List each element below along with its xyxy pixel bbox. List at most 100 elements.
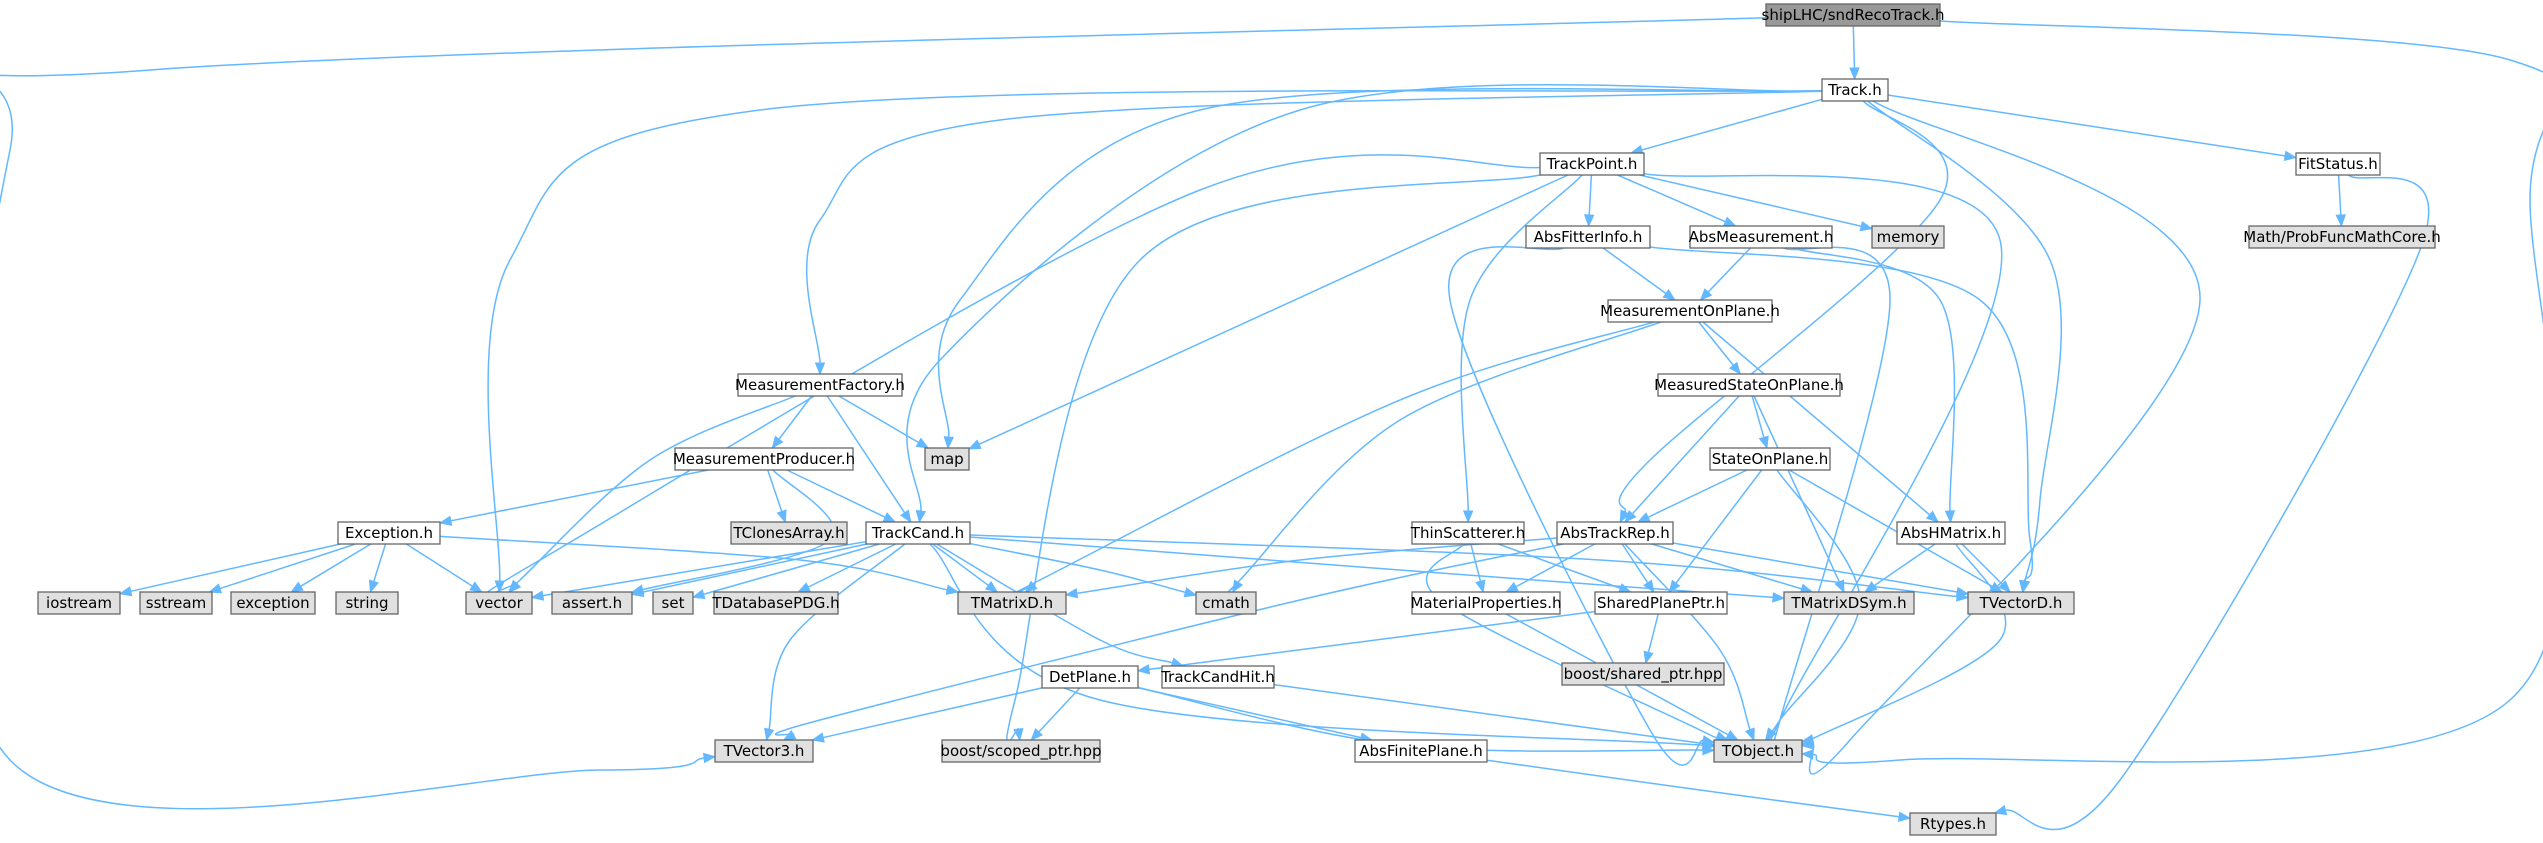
node-label: TVector3.h: [723, 742, 805, 760]
edge-arrowhead: [1702, 744, 1716, 756]
node-track[interactable]: Track.h: [1821, 78, 1889, 102]
node-tvector3: TVector3.h: [714, 739, 814, 763]
edge-stateonplane-to-tobject: [1765, 469, 1861, 742]
edge-arrowhead: [290, 581, 304, 593]
node-label: AbsMeasurement.h: [1689, 228, 1834, 246]
node-measurementproducer[interactable]: MeasurementProducer.h: [673, 447, 855, 471]
edge-line: [0, 17, 1767, 810]
edge-arrowhead: [899, 509, 912, 524]
node-materialproperties[interactable]: MaterialProperties.h: [1410, 591, 1562, 615]
node-box: [1709, 447, 1831, 471]
node-absfitterinfo[interactable]: AbsFitterInfo.h: [1525, 225, 1651, 249]
edge-line: [969, 534, 1958, 598]
edge-measurementonplane-to-measuredstateonplane: [1698, 321, 1742, 376]
edge-measurementfactory-to-measurementproducer: [771, 395, 813, 450]
edge-trackpoint-to-boostscoped: [1005, 174, 1541, 744]
edge-line: [1649, 246, 2034, 582]
edge-arrowhead: [1643, 650, 1654, 665]
edge-arrowhead: [1030, 728, 1043, 741]
edge-arrowhead: [1024, 580, 1038, 593]
edge-line: [786, 469, 886, 518]
node-stateonplane[interactable]: StateOnPlane.h: [1709, 447, 1831, 471]
edge-line: [1226, 321, 1661, 594]
edge-arrowhead: [1772, 592, 1786, 603]
node-box: [957, 591, 1067, 615]
node-box: [1657, 373, 1841, 397]
node-absfiniteplane[interactable]: AbsFinitePlane.h: [1354, 739, 1488, 763]
node-absmeasurement[interactable]: AbsMeasurement.h: [1689, 225, 1834, 249]
edge-arrowhead: [1993, 804, 2008, 816]
edge-arrowhead: [368, 579, 379, 594]
edge-fitstatus-to-probfunc: [2335, 174, 2347, 228]
node-probfunc: Math/ProbFuncMathCore.h: [2243, 225, 2441, 249]
node-thinscatterer[interactable]: ThinScatterer.h: [1410, 521, 1525, 545]
node-label: memory: [1877, 228, 1940, 246]
edge-line: [405, 543, 473, 587]
edge-arrowhead: [1998, 580, 2011, 593]
edge-line: [542, 540, 867, 597]
node-exception[interactable]: Exception.h: [337, 521, 441, 545]
edge-absmeasurement-to-abshmatrix: [1792, 247, 1956, 524]
node-label: exception: [236, 594, 309, 612]
edge-line: [768, 543, 906, 730]
node-detplane[interactable]: DetPlane.h: [1041, 665, 1139, 689]
edge-line: [2337, 174, 2342, 216]
edge-line: [1788, 469, 1993, 588]
node-trackpoint[interactable]: TrackPoint.h: [1539, 152, 1645, 176]
node-label: map: [930, 450, 963, 468]
edge-line: [1470, 543, 1482, 582]
edge-line: [1460, 174, 1583, 512]
edge-line: [1621, 543, 1649, 584]
edge-line: [703, 543, 880, 595]
edge-arrowhead: [1636, 512, 1651, 523]
edge-arrowhead: [494, 580, 505, 594]
node-box: [2248, 225, 2436, 249]
node-box: [1783, 591, 1915, 615]
node-measurementfactory[interactable]: MeasurementFactory.h: [735, 373, 905, 397]
node-map: map: [924, 447, 970, 471]
edge-arrowhead: [1897, 811, 1912, 822]
edge-line: [1148, 610, 1596, 671]
edge-track-to-map: [937, 87, 1823, 450]
node-sharedplaneptr[interactable]: SharedPlanePtr.h: [1594, 591, 1728, 615]
node-label: MeasurementProducer.h: [673, 450, 855, 468]
edge-line: [1631, 395, 1740, 515]
edge-line: [130, 543, 341, 593]
edge-arrowhead: [1725, 729, 1739, 741]
edge-line: [642, 543, 867, 593]
edge-arrowhead: [2019, 579, 2030, 594]
node-box: [1539, 152, 1645, 176]
edge-arrowhead: [915, 437, 930, 449]
edge-trackcandhit-to-tobject: [1273, 683, 1716, 749]
edge-root-to-tobject: [1800, 20, 2543, 764]
node-label: AbsFitterInfo.h: [1534, 228, 1643, 246]
node-label: vector: [475, 594, 523, 612]
node-label: TMatrixDSym.h: [1790, 594, 1906, 612]
edge-arrowhead: [915, 509, 927, 524]
edge-arrowhead: [1744, 727, 1755, 742]
node-abstrackrep[interactable]: AbsTrackRep.h: [1556, 521, 1674, 545]
edge-trackpoint-to-map: [967, 174, 1569, 450]
node-trackcandhit[interactable]: TrackCandHit.h: [1160, 665, 1275, 689]
node-trackcand[interactable]: TrackCand.h: [865, 521, 971, 545]
edge-root-to-track: [1849, 25, 1860, 81]
edge-trackpoint-to-absfitterinfo: [1583, 174, 1595, 228]
node-measurementonplane[interactable]: MeasurementOnPlane.h: [1600, 299, 1780, 323]
edge-arrowhead: [1064, 588, 1079, 599]
node-measuredstateonplane[interactable]: MeasuredStateOnPlane.h: [1654, 373, 1844, 397]
node-string: string: [335, 591, 399, 615]
node-fitstatus[interactable]: FitStatus.h: [2295, 152, 2381, 176]
node-abshmatrix[interactable]: AbsHMatrix.h: [1896, 521, 2006, 545]
node-vector: vector: [465, 591, 533, 615]
edge-arrowhead: [984, 580, 999, 593]
edge-line: [1447, 246, 1704, 766]
node-box: [713, 591, 839, 615]
node-root[interactable]: shipLHC/sndRecoTrack.h: [1762, 3, 1945, 27]
node-tobject: TObject.h: [1713, 739, 1803, 763]
node-box: [1594, 591, 1728, 615]
edge-arrowhead: [208, 583, 223, 594]
edge-line: [936, 543, 1173, 664]
edge-line: [1867, 100, 2062, 582]
node-box: [652, 591, 694, 615]
